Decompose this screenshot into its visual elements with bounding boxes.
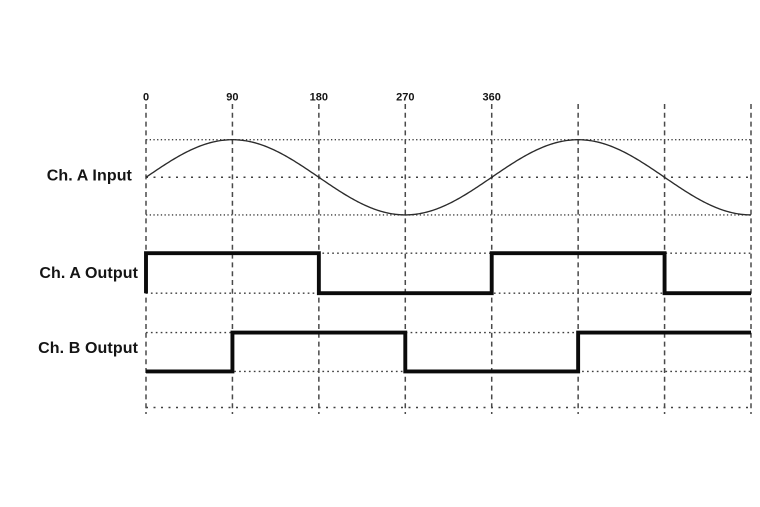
series-row-labels: Ch. A Input Ch. A Output Ch. B Output	[38, 168, 138, 358]
level-lines	[146, 138, 751, 409]
grid-lines	[145, 104, 752, 414]
x-tick-label-0: 0	[143, 92, 149, 104]
x-tick-label-270: 270	[396, 92, 414, 104]
x-tick-label-360: 360	[483, 92, 501, 104]
x-tick-label-180: 180	[310, 92, 328, 104]
series-label-ch-b-output: Ch. B Output	[38, 340, 138, 357]
series-label-ch-a-input: Ch. A Input	[47, 168, 133, 185]
ch-a-output-square-wave	[144, 251, 751, 296]
x-tick-label-90: 90	[226, 92, 238, 104]
ch-b-output-square-wave	[146, 330, 751, 374]
x-axis-tick-labels: 0 90 180 270 360	[143, 92, 501, 104]
ch-a-input-sine-wave	[145, 139, 752, 216]
series-label-ch-a-output: Ch. A Output	[39, 265, 138, 282]
